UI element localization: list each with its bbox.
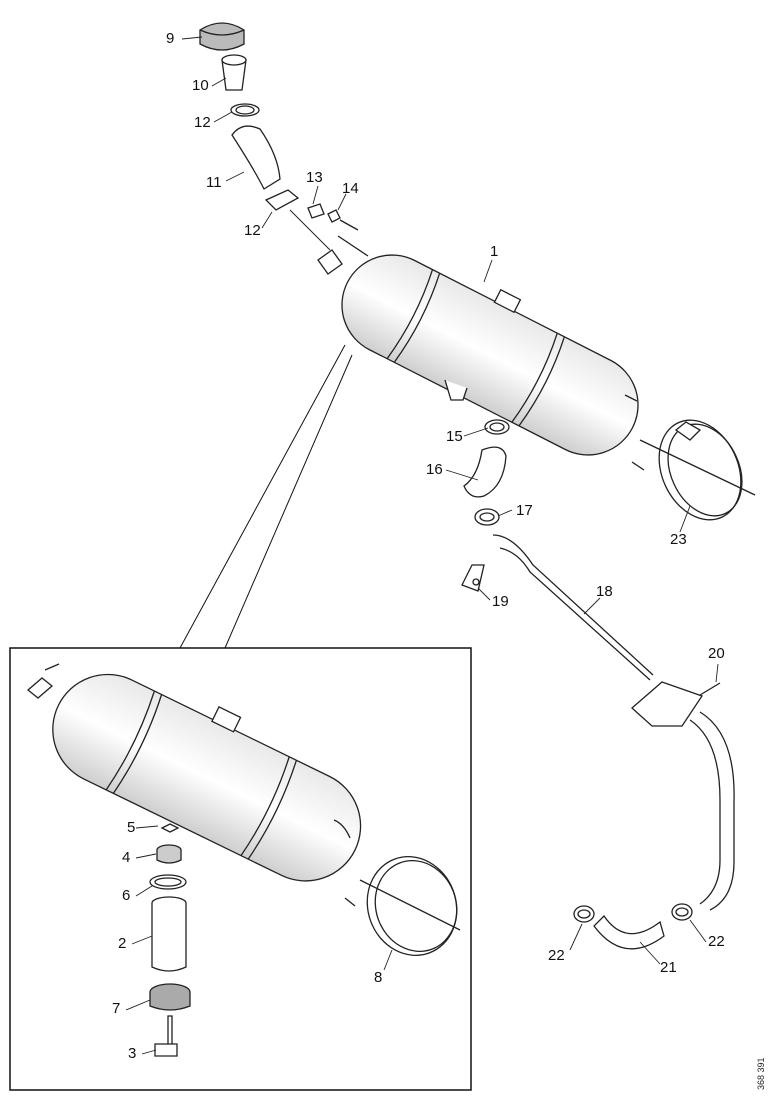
callout-12-lower: 12 xyxy=(244,222,261,239)
callout-20: 20 xyxy=(708,645,725,662)
clamp-22-right xyxy=(671,903,693,921)
callout-10: 10 xyxy=(192,77,209,94)
callout-23: 23 xyxy=(670,531,687,548)
drain-valve xyxy=(307,203,325,219)
callout-5: 5 xyxy=(127,819,136,836)
callout-12-upper: 12 xyxy=(194,114,211,131)
o-ring-6 xyxy=(149,874,187,890)
callout-18: 18 xyxy=(596,583,613,600)
callout-19: 19 xyxy=(492,593,509,610)
callout-7: 7 xyxy=(112,1000,121,1017)
callout-3: 3 xyxy=(128,1045,137,1062)
callout-4: 4 xyxy=(122,849,131,866)
bracket-19 xyxy=(461,564,485,592)
callout-21: 21 xyxy=(660,959,677,976)
nut-4 xyxy=(156,844,182,864)
callout-13: 13 xyxy=(306,169,323,186)
callout-15: 15 xyxy=(446,428,463,445)
clamp-22-left xyxy=(573,905,595,923)
air-tank-detail xyxy=(26,663,362,907)
mounting-strap-upper xyxy=(639,419,756,521)
callout-2: 2 xyxy=(118,935,127,952)
mounting-strap-lower xyxy=(359,856,461,956)
clamp-15 xyxy=(484,419,510,435)
callout-8: 8 xyxy=(374,969,383,986)
callout-6: 6 xyxy=(122,887,131,904)
hose-clamp-lower xyxy=(264,189,300,211)
filler-cap xyxy=(199,22,245,51)
connector-fitting xyxy=(327,209,359,231)
pipe-18 xyxy=(492,534,654,681)
callout-1: 1 xyxy=(490,243,499,260)
callout-16: 16 xyxy=(426,461,443,478)
callout-9: 9 xyxy=(166,30,175,47)
callout-22-left: 22 xyxy=(548,947,565,964)
drain-valve-3 xyxy=(154,1015,178,1057)
drain-screw-5 xyxy=(160,823,180,833)
filler-neck xyxy=(221,54,247,91)
callout-leaders xyxy=(125,36,719,1055)
clamp-17 xyxy=(474,508,500,526)
air-tank-main xyxy=(317,235,645,471)
filler-hose-elbow xyxy=(231,125,281,190)
pipe-bracket-20 xyxy=(631,681,721,727)
detail-pointer-lines xyxy=(179,344,353,649)
hose-clamp-upper xyxy=(230,103,260,117)
callout-14: 14 xyxy=(342,180,359,197)
detail-inset-frame xyxy=(9,647,472,1091)
callout-22-right: 22 xyxy=(708,933,725,950)
hose-21 xyxy=(593,914,665,950)
leader-line xyxy=(289,209,331,251)
document-id: 368 391 xyxy=(756,1057,766,1090)
filter-cap-7 xyxy=(149,983,191,1011)
callout-17: 17 xyxy=(516,502,533,519)
elbow-hose-16 xyxy=(463,446,507,498)
filter-cartridge-2 xyxy=(151,896,187,972)
callout-11: 11 xyxy=(206,174,222,191)
pipe-lower xyxy=(689,711,735,911)
